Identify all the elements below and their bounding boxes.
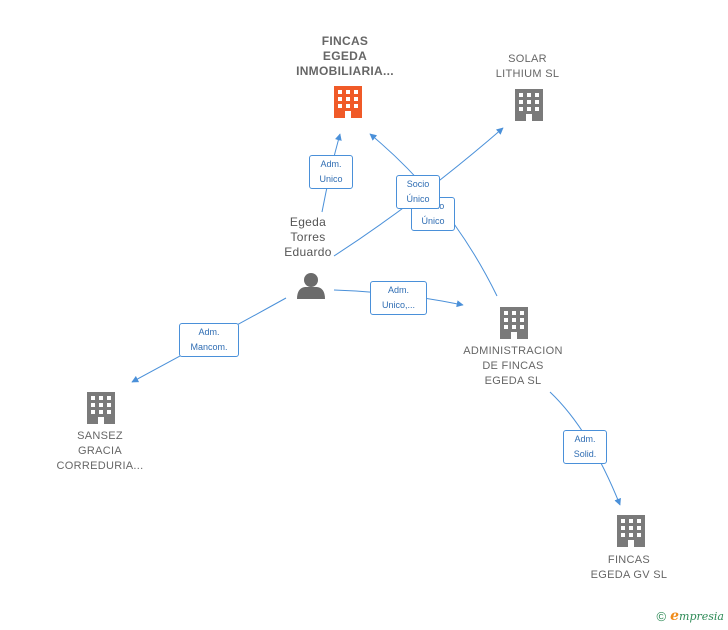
- building-icon: [500, 307, 528, 339]
- empresia-logo[interactable]: empresia: [670, 608, 724, 624]
- node-label-fincas-egeda-inmobiliaria[interactable]: FINCAS EGEDA INMOBILIARIA...: [296, 34, 394, 78]
- edge-label-adm-solid: Adm. Solid.: [563, 430, 607, 464]
- building-icon: [334, 86, 362, 118]
- edge-label-adm-mancom: Adm. Mancom.: [179, 323, 239, 357]
- edge-label-adm-unico-etc: Adm. Unico,...: [370, 281, 427, 315]
- node-label-solar-lithium[interactable]: SOLAR LITHIUM SL: [495, 53, 560, 80]
- node-label-sansez-gracia[interactable]: SANSEZ GRACIA CORREDURIA...: [56, 430, 144, 472]
- building-icon: [87, 392, 115, 424]
- node-label-egeda-torres-eduardo[interactable]: Egeda Torres Eduardo: [284, 215, 332, 259]
- building-icon: [515, 89, 543, 121]
- copyright-icon: ©: [656, 608, 667, 624]
- footer-credit: © empresia: [657, 608, 724, 624]
- person-icon: [297, 273, 325, 299]
- building-icon: [617, 515, 645, 547]
- node-label-fincas-egeda-gv[interactable]: FINCAS EGEDA GV SL: [590, 554, 668, 581]
- edge-label-adm-unico: Adm. Unico: [309, 155, 353, 189]
- edge-label-socio-unico: Socio Único: [396, 175, 440, 209]
- node-label-administracion-de-fincas[interactable]: ADMINISTRACION DE FINCAS EGEDA SL: [463, 345, 563, 387]
